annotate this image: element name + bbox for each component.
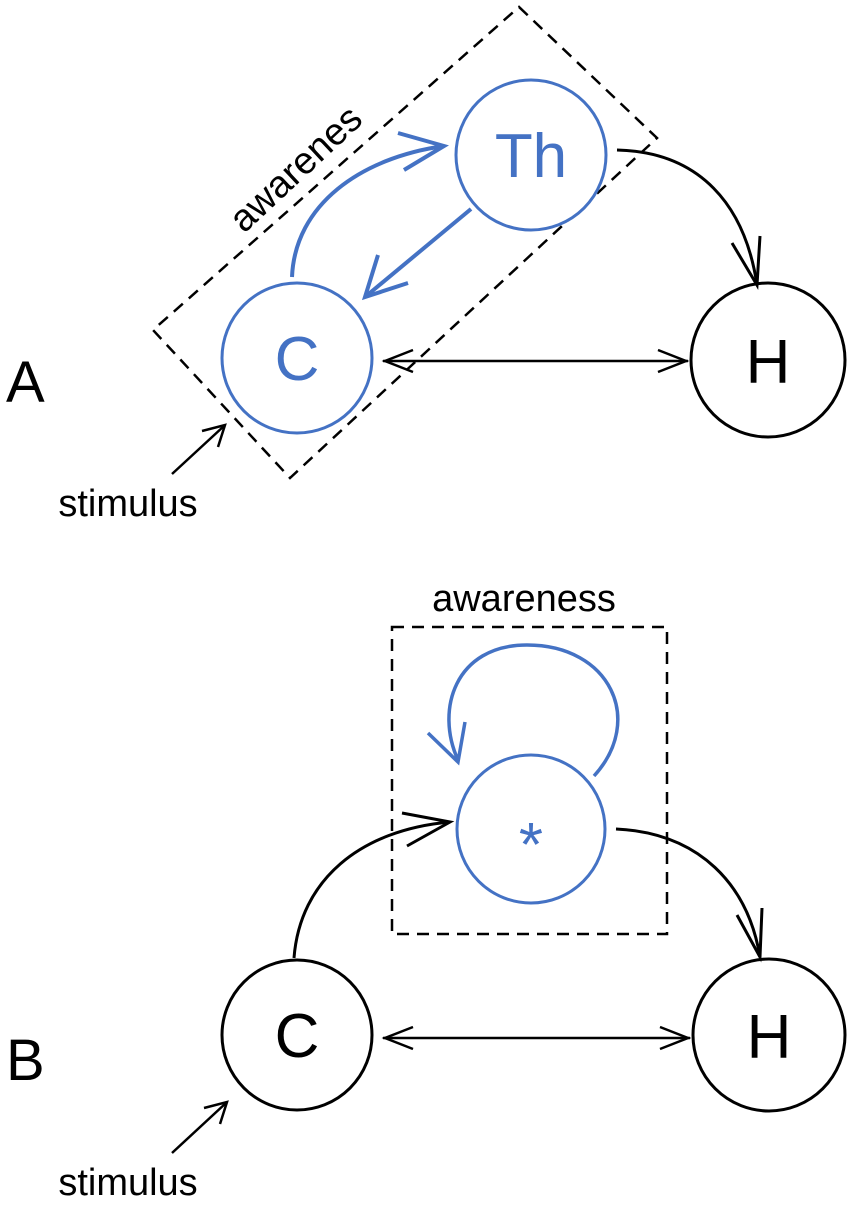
arrowhead-c-to-th <box>397 131 449 172</box>
arrow-c-to-th <box>290 144 445 278</box>
node-h-a-label: H <box>746 328 791 397</box>
node-c-a-label: C <box>275 325 320 394</box>
arrowhead-c-to-star <box>401 811 455 848</box>
panel-b: awareness * C H stimulus <box>6 578 847 1204</box>
arrowhead-th-to-h <box>730 235 762 290</box>
panel-label-a: A <box>6 350 45 415</box>
arrowhead-c-h-left-b <box>381 1025 414 1051</box>
node-h-b: H <box>691 957 847 1113</box>
stimulus-label-a: stimulus <box>58 483 197 525</box>
arrow-star-to-h <box>615 827 762 958</box>
node-star-b: * <box>455 753 607 905</box>
arrowhead-star-to-h <box>735 907 764 963</box>
panel-label-b: B <box>6 1028 45 1093</box>
node-c-b: C <box>220 958 374 1112</box>
arrow-th-to-c <box>363 207 473 299</box>
node-th-a: Th <box>454 78 608 232</box>
stimulus-label-b: stimulus <box>58 1162 197 1204</box>
node-star-b-label: * <box>519 811 543 880</box>
arrow-th-to-h <box>616 148 759 286</box>
awareness-label-b: awareness <box>432 578 616 620</box>
arrow-c-to-star <box>292 820 451 959</box>
awareness-box-a <box>151 5 659 480</box>
arrowhead-th-to-c <box>361 254 409 301</box>
node-c-a: C <box>220 281 374 435</box>
stimulus-arrowhead-a <box>201 423 227 448</box>
node-th-a-label: Th <box>495 122 567 191</box>
node-c-b-label: C <box>275 1002 320 1071</box>
stimulus-arrow-a <box>171 425 225 475</box>
arrowhead-c-h-right-b <box>659 1025 692 1051</box>
awareness-label-a: awarenes <box>221 97 370 240</box>
arrowhead-c-h-right <box>657 348 690 374</box>
awareness-box-b <box>390 625 669 936</box>
stimulus-arrowhead-b <box>203 1100 229 1125</box>
node-h-b-label: H <box>747 1003 792 1072</box>
node-h-a: H <box>689 281 847 439</box>
stimulus-arrow-b <box>171 1102 227 1154</box>
self-loop-star <box>447 643 620 778</box>
self-loop-arrowhead <box>426 721 467 766</box>
panel-a: awarenes Th C H stimulus <box>6 5 847 525</box>
arrowhead-c-h-left <box>381 348 414 374</box>
